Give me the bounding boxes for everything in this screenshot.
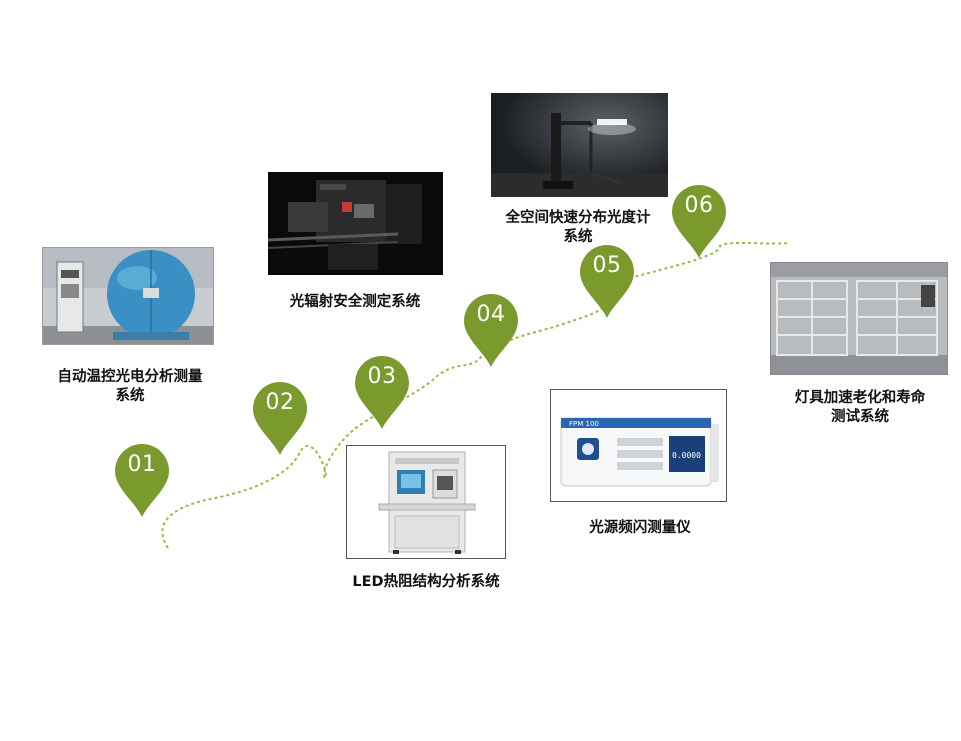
step-pin-06: 06 <box>670 183 728 259</box>
step-pin-05: 05 <box>578 243 636 319</box>
step-pin-04: 04 <box>462 292 520 368</box>
step-number: 05 <box>592 253 622 278</box>
thermal-resistance-cabinet-photo <box>346 445 506 559</box>
step-caption-04: 光源频闪测量仪 <box>589 520 691 536</box>
step-caption-02: LED热阻结构分析系统 <box>352 574 500 590</box>
aging-rack-photo <box>770 262 948 375</box>
goniophotometer-photo <box>491 93 668 197</box>
step-caption-06: 灯具加速老化和寿命 测试系统 <box>794 390 926 425</box>
step-number: 02 <box>265 390 295 415</box>
step-caption-05: 全空间快速分布光度计 系统 <box>505 210 651 245</box>
device-reading: 0.0000 <box>672 451 701 460</box>
step-number: 04 <box>476 302 506 327</box>
flicker-meter-photo: FPM 100 0.0000 <box>550 389 727 502</box>
step-number: 01 <box>127 452 157 477</box>
step-caption-03: 光辐射安全测定系统 <box>289 294 421 310</box>
step-caption-01: 自动温控光电分析测量 系统 <box>57 369 203 404</box>
step-pin-03: 03 <box>353 354 411 430</box>
radiation-safety-system-photo <box>268 172 443 275</box>
step-number: 03 <box>367 364 397 389</box>
step-pin-02: 02 <box>251 380 309 456</box>
device-model-label: FPM 100 <box>569 420 599 428</box>
step-number: 06 <box>684 193 714 218</box>
integrating-sphere-photo <box>42 247 214 345</box>
step-pin-01: 01 <box>113 442 171 518</box>
